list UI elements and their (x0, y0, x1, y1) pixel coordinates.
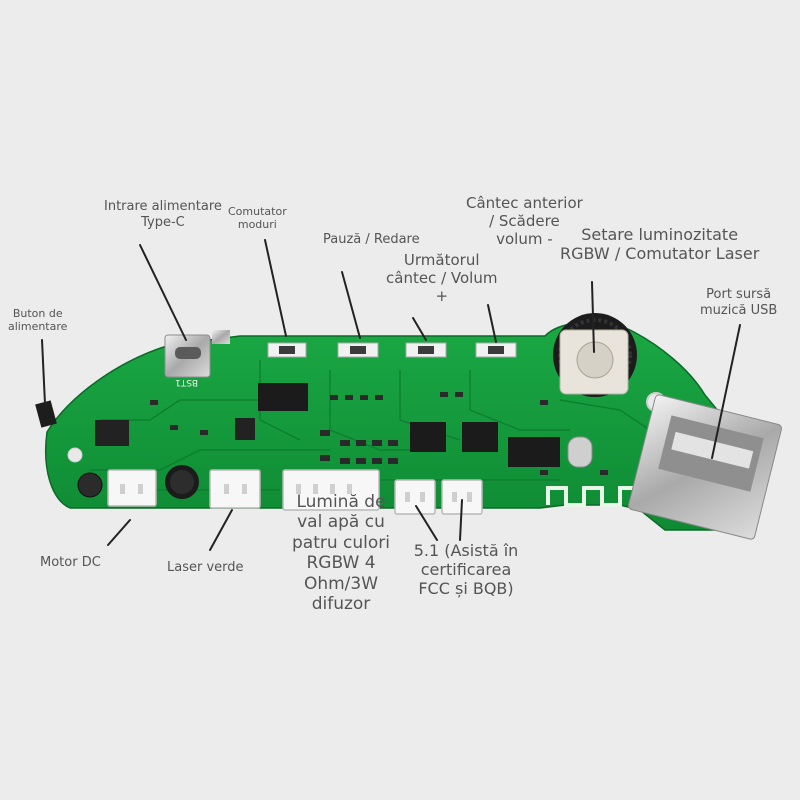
usb-port (628, 394, 782, 540)
label-usb-port: Port sursă muzică USB (700, 287, 778, 318)
bluetooth-antenna (546, 486, 640, 507)
rotary-potentiometer (553, 313, 637, 397)
jst-pins (120, 484, 472, 502)
type-c-connector (164, 330, 230, 378)
label-brightness: Setare luminozitate RGBW / Comutator Las… (560, 225, 760, 264)
label-type-c-input: Intrare alimentare Type-C (104, 199, 222, 230)
label-previous-song: Cântec anterior / Scădere volum - (466, 194, 583, 248)
label-water-light: Lumină de val apă cu patru culori RGBW 4… (292, 492, 390, 614)
label-dc-motor: Motor DC (40, 555, 101, 570)
label-pause-play: Pauză / Redare (323, 232, 420, 247)
pointer-lines (41, 239, 741, 551)
tactile-switches (267, 342, 517, 358)
label-green-laser: Laser verde (167, 560, 244, 575)
capacitor (77, 472, 103, 498)
smd-components (150, 392, 608, 475)
label-bluetooth: 5.1 (Asistă în certificarea FCC și BQB) (413, 541, 519, 599)
power-button-part (35, 400, 57, 428)
label-mode-switch: Comutator moduri (228, 205, 287, 232)
label-next-song: Următorul cântec / Volum + (386, 251, 498, 305)
label-power-button: Buton de alimentare (8, 307, 68, 334)
microphone (165, 465, 199, 499)
chip-label: BST1 (175, 377, 198, 387)
ic-chips (95, 383, 593, 468)
